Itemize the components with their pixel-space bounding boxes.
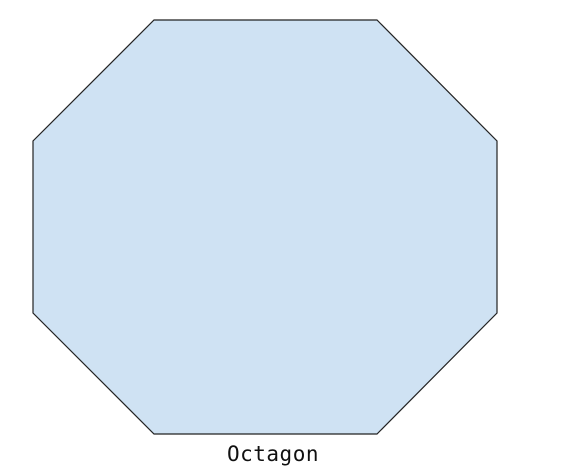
- octagon-shape: [32, 19, 498, 435]
- shape-label: Octagon: [226, 442, 319, 466]
